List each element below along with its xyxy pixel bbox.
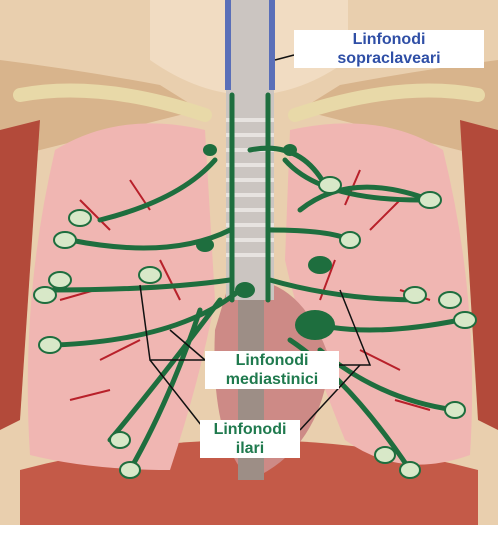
label-supraclavicular-nodes: Linfonodi sopraclaveari bbox=[294, 30, 484, 68]
label-hilar-line1: Linfonodi bbox=[200, 420, 300, 439]
label-hilar-nodes: Linfonodi ilari bbox=[200, 420, 300, 458]
label-mediastinal-line2: mediastinici bbox=[205, 370, 339, 389]
label-supraclavicular-line2: sopraclaveari bbox=[294, 49, 484, 68]
label-mediastinal-nodes: Linfonodi mediastinici bbox=[205, 351, 339, 389]
label-mediastinal-line1: Linfonodi bbox=[205, 351, 339, 370]
label-hilar-line2: ilari bbox=[200, 439, 300, 458]
bottom-margin bbox=[0, 525, 498, 535]
label-supraclavicular-line1: Linfonodi bbox=[294, 30, 484, 49]
